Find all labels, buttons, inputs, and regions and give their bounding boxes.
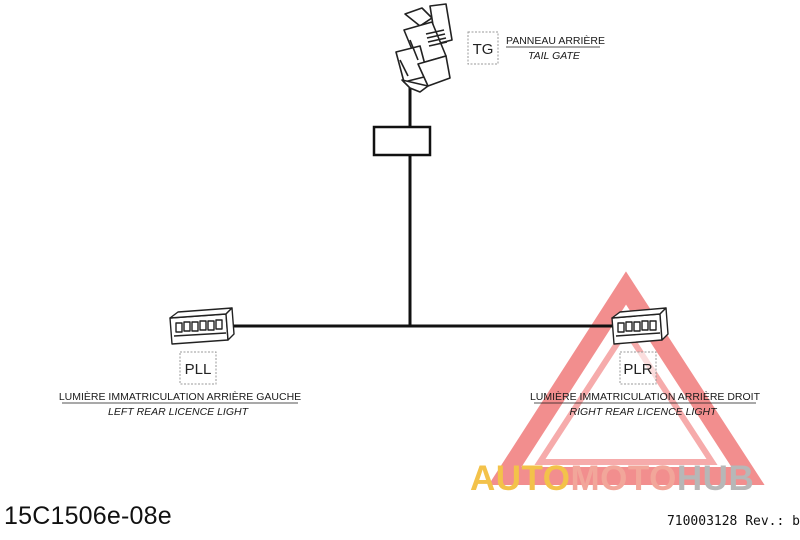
document-reference: 710003128 Rev.: b [666,514,800,529]
connector-label-fr: PANNEAU ARRIÈRE [506,34,605,47]
connector-code-box [467,31,499,65]
harness-wires [226,84,618,328]
connector-label-en: LEFT REAR LICENCE LIGHT [108,406,250,418]
connector-code-box [179,351,217,385]
left-licence-light-connector-icon [169,307,235,345]
watermark-hub: HUB [677,459,754,498]
connector-label-fr: LUMIÈRE IMMATRICULATION ARRIÈRE GAUCHE [59,390,301,403]
connector-label-en: TAIL GATE [528,50,581,62]
connector-plr: PLR LUMIÈRE IMMATRICULATION ARRIÈRE DROI… [530,351,761,418]
watermark-auto: AUTO [470,459,571,498]
wire-sleeve [372,125,432,157]
svg-text:AUTOMOTOHUB: AUTOMOTOHUB [470,459,754,498]
connector-label-fr: LUMIÈRE IMMATRICULATION ARRIÈRE DROIT [530,390,761,403]
drawing-id: 15C1506e-08e [4,502,172,530]
connector-pll: PLL LUMIÈRE IMMATRICULATION ARRIÈRE GAUC… [59,351,301,418]
connector-code-box [619,351,657,385]
tail-gate-connector-icon [395,3,453,93]
connector-code: TG [473,41,494,58]
watermark-triangle [488,271,765,485]
watermark-moto: MOTO [571,459,677,498]
right-licence-light-connector-icon [611,307,669,345]
watermark-logo: AUTOMOTOHUB [470,459,754,498]
connector-code: PLL [185,361,212,378]
connector-tg: TG PANNEAU ARRIÈRE TAIL GATE [467,31,605,65]
connector-label-en: RIGHT REAR LICENCE LIGHT [569,406,718,418]
connector-code: PLR [623,361,652,378]
